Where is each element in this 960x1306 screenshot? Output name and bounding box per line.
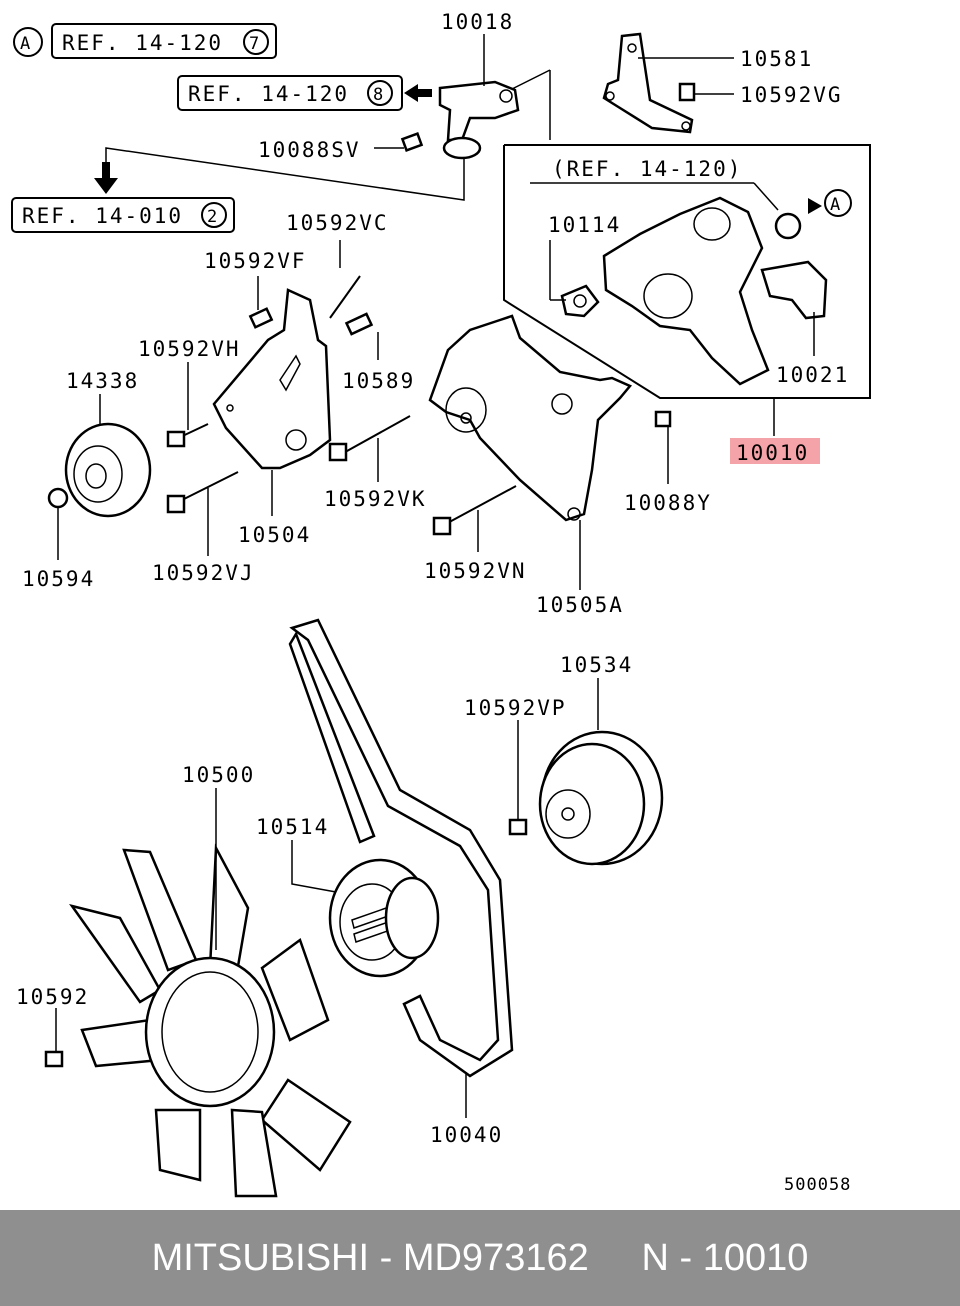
label-10010[interactable]: 10010 [736,441,809,465]
label-10088y[interactable]: 10088Y [624,491,712,515]
label-10592vn[interactable]: 10592VN [424,559,527,583]
ref-label: REF. 14-120 [62,31,223,55]
ref-num: 2 [207,207,218,227]
gasket-10021 [760,260,828,320]
v-belt [288,618,514,1078]
idler-pulley [64,422,152,518]
footer-bar: MITSUBISHI - MD973162 N - 10010 [0,1210,960,1306]
o-ring [774,212,802,240]
label-10592vj[interactable]: 10592VJ [152,561,255,585]
ref-num: 7 [249,34,260,54]
label-10088sv[interactable]: 10088SV [258,138,361,162]
label-10500[interactable]: 10500 [182,763,255,787]
label-10114[interactable]: 10114 [548,213,621,237]
highlight-10010 [730,438,820,464]
pump-assembly-frame [503,144,871,399]
label-10592vc[interactable]: 10592VC [286,211,389,235]
ref-num: 8 [373,85,384,105]
label-14338[interactable]: 14338 [66,369,139,393]
svg-text:A: A [830,195,841,215]
bracket-10505a [428,314,633,522]
label-10594[interactable]: 10594 [22,567,95,591]
part-labels: 10018 10581 10592VG 10088SV 10114 10592V… [16,10,851,1195]
ref-box-14-120-7[interactable]: A REF. 14-120 7 [13,23,277,59]
water-pump [560,196,828,386]
label-10592vk[interactable]: 10592VK [324,487,427,511]
ref-box-14-120-8[interactable]: REF. 14-120 8 [177,75,432,111]
label-10021[interactable]: 10021 [776,363,849,387]
bracket-10581 [602,32,694,134]
ref-label: REF. 14-120 [188,82,349,106]
ref-circle-a: A [20,34,31,54]
label-10589[interactable]: 10589 [342,369,415,393]
bolt-icons [44,82,696,1068]
parts-diagram: A REF. 14-120 7 REF. 14-120 8 REF. 14-01… [11,10,871,1198]
leader-lines [55,34,815,1118]
footer-text: MITSUBISHI - MD973162 N - 10010 [151,1236,809,1279]
label-10592vh[interactable]: 10592VH [138,337,241,361]
label-10592vf[interactable]: 10592VF [204,249,307,273]
label-10581[interactable]: 10581 [740,47,813,71]
label-10504[interactable]: 10504 [238,523,311,547]
ref-inline-label: (REF. 14-120) [552,157,742,181]
arrow-left-icon [404,84,418,102]
ref-label: REF. 14-010 [22,204,183,228]
bracket-10504 [212,288,332,470]
water-outlet-fitting [438,80,520,160]
label-10018[interactable]: 10018 [441,10,514,34]
arrow-down-icon [94,178,118,194]
label-10592[interactable]: 10592 [16,985,89,1009]
label-10534[interactable]: 10534 [560,653,633,677]
label-10592vp[interactable]: 10592VP [464,696,567,720]
label-10514[interactable]: 10514 [256,815,329,839]
label-10040[interactable]: 10040 [430,1123,503,1147]
arrow-right-icon [808,198,822,214]
ref-circle-a-target[interactable]: A [808,189,852,217]
fan-clutch [328,858,440,978]
cooling-fan [69,843,352,1198]
ref-box-14-010-2[interactable]: REF. 14-010 2 [11,162,235,233]
label-10505a[interactable]: 10505A [536,593,624,617]
gasket-10114 [560,284,600,318]
water-pump-pulley [538,730,664,866]
diagram-id: 500058 [784,1175,851,1195]
label-10592vg[interactable]: 10592VG [740,83,843,107]
